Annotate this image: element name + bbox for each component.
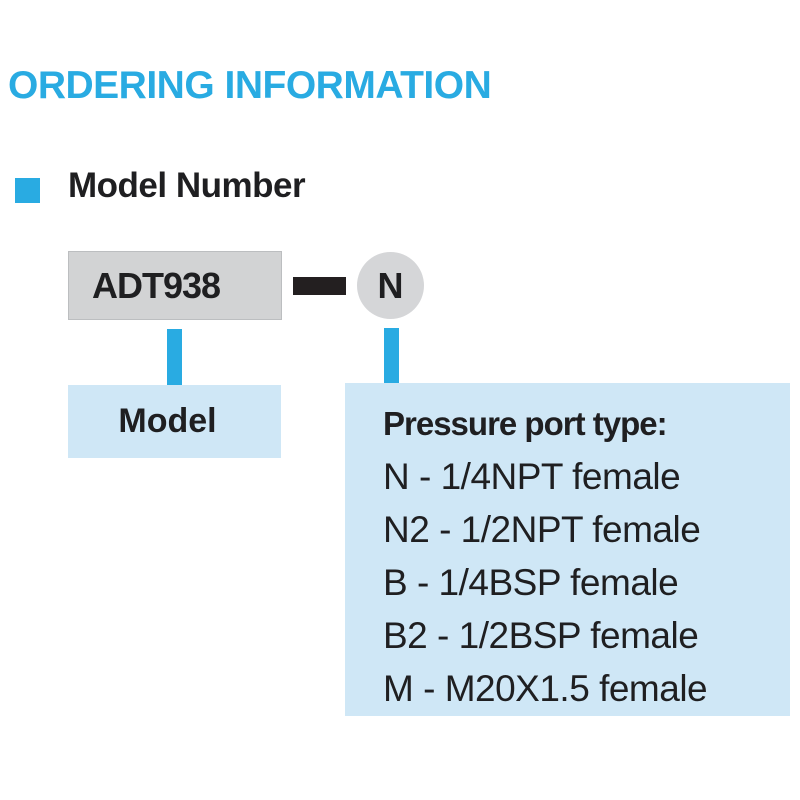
model-connector-line <box>167 329 182 385</box>
pressure-port-option: B - 1/4BSP female <box>383 561 679 603</box>
model-code-text: ADT938 <box>92 264 221 306</box>
model-label-text: Model <box>118 402 217 440</box>
port-option-circle: N <box>357 252 424 319</box>
pressure-port-option: M - M20X1.5 female <box>383 667 708 709</box>
dash-connector <box>293 277 346 295</box>
port-connector-line <box>384 328 399 384</box>
section-heading: Model Number <box>68 166 306 205</box>
pressure-port-option: N2 - 1/2NPT female <box>383 508 701 550</box>
pressure-port-heading: Pressure port type: <box>383 405 668 442</box>
pressure-port-option: N - 1/4NPT female <box>383 455 681 497</box>
pressure-port-option: B2 - 1/2BSP female <box>383 614 699 656</box>
pressure-port-type-box: Pressure port type: N - 1/4NPT female N2… <box>345 383 790 716</box>
model-label-box: Model <box>68 385 281 458</box>
page-title: ORDERING INFORMATION <box>8 64 492 107</box>
port-option-code: N <box>377 264 404 306</box>
section-bullet-icon <box>15 178 40 203</box>
model-code-box: ADT938 <box>68 251 282 320</box>
